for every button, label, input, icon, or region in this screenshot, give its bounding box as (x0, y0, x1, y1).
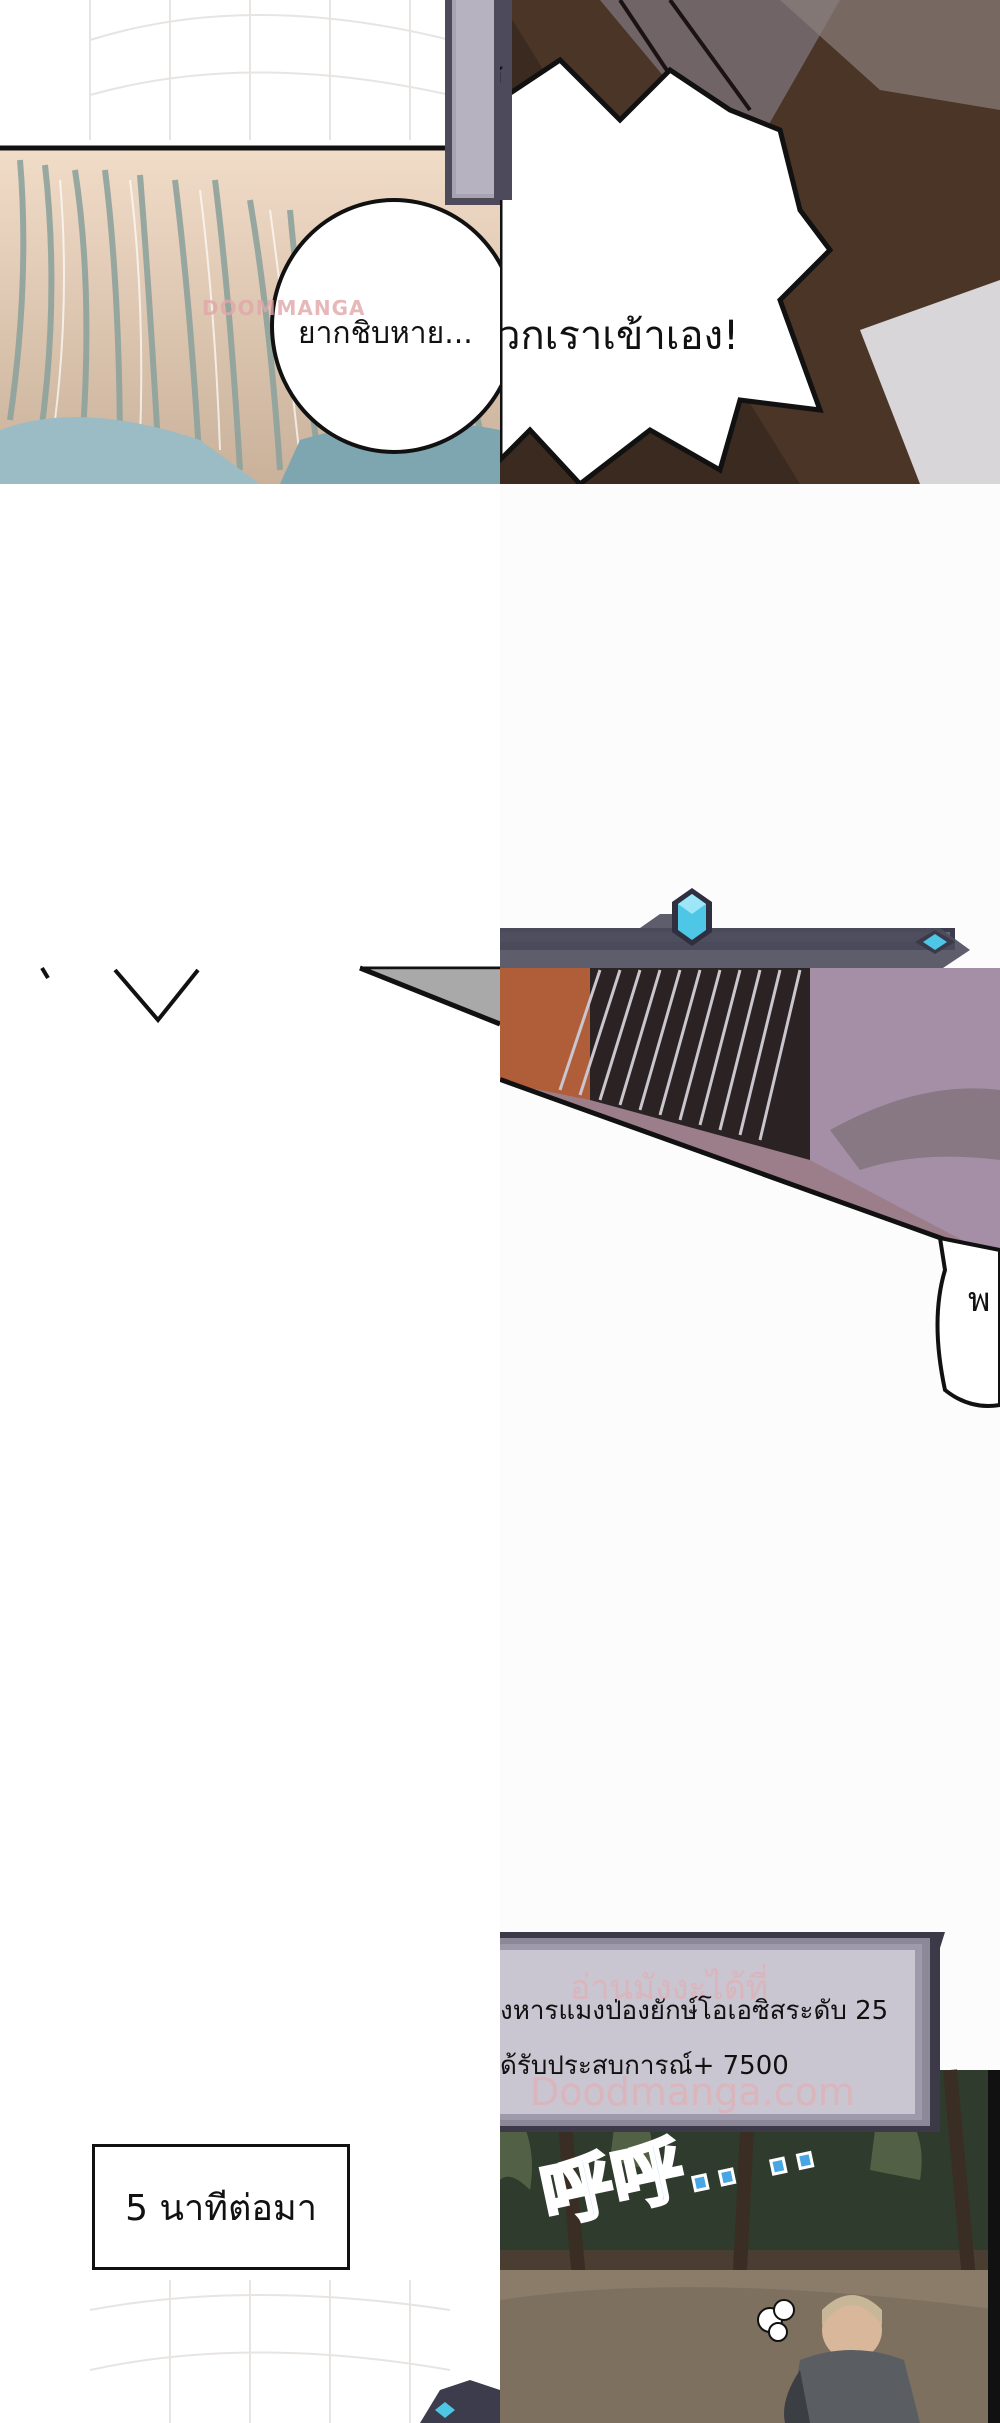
panel-middle-right-art (500, 888, 1000, 1430)
watermark-doommanga: DOOMMANGA (202, 296, 366, 320)
panel-bottom-left-fragment (88, 2280, 500, 2423)
panel-bottom-right: อ่านมังงะได้ที่ ังหารแมงป่องยักษ์โอเอซิส… (500, 1930, 1000, 2423)
panel-top-right: ส ไ วกเราเข้าเอง! (500, 0, 1000, 484)
corner-gem-icon (435, 2402, 455, 2418)
system-line-1: ังหารแมงป่องยักษ์โอเอซิสระดับ 25 (500, 1996, 889, 2026)
frame-text-fragment-1: ส (500, 52, 503, 96)
small-gem-icon (923, 934, 947, 950)
caption-box: 5 นาทีต่อมา (92, 2144, 350, 2270)
speech-bubble-top-left (270, 198, 500, 454)
panel-top-left: DOOMMANGA ยากชิบหาย... (0, 0, 500, 484)
shout-text: วกเราเข้าเอง! (500, 313, 740, 359)
panel-middle-right: พ (500, 830, 1000, 1430)
system-watermark-top: อ่านมังงะได้ที่ (570, 1968, 769, 2008)
system-watermark-bottom: Doodmanga.com (530, 2070, 855, 2114)
caption-text: 5 นาทีต่อมา (125, 2187, 317, 2229)
panel-top-right-art (500, 0, 1000, 484)
panel-middle-left-fragment (40, 965, 500, 1027)
system-line-2: ด้รับประสบการณ์+ 7500 (500, 2051, 789, 2081)
panel-bottom-right-art (500, 1932, 1000, 2423)
bubble-fragment-middle: พ (968, 1280, 991, 1320)
bubble-text-top-left: ยากชิบหาย... (298, 316, 473, 351)
